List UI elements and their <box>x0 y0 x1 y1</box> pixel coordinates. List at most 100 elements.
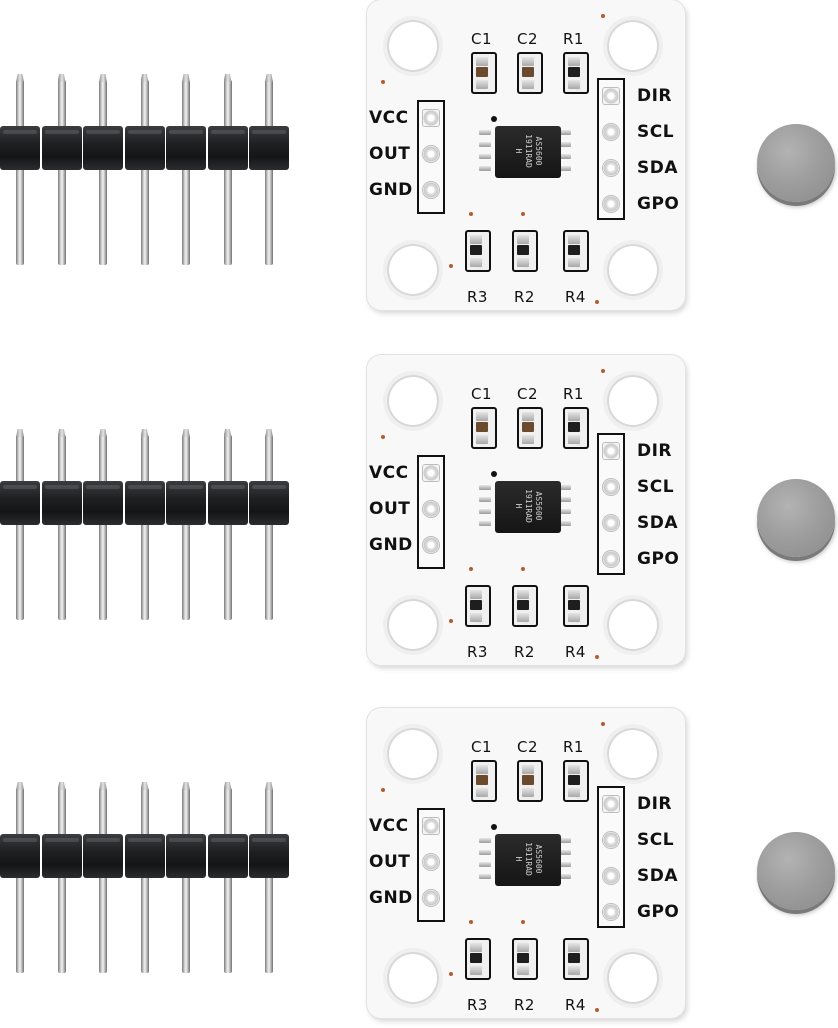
header-pin <box>265 788 273 973</box>
chip-lead <box>559 130 571 135</box>
component-label: C2 <box>517 738 539 756</box>
solder-pad <box>423 537 439 553</box>
as5600-chip: AS5600 1911RAD H <box>495 126 561 178</box>
component-label: C2 <box>517 30 539 48</box>
header-pin <box>223 80 232 265</box>
pin-label: GPO <box>637 549 680 569</box>
via-dot <box>595 300 599 304</box>
component-label: R4 <box>565 288 586 306</box>
component-label: R2 <box>514 996 535 1014</box>
solder-pad <box>423 818 439 834</box>
header-pin <box>140 80 149 265</box>
component-label: R2 <box>514 288 535 306</box>
chip-lead <box>479 838 491 843</box>
solder-pad <box>423 465 439 481</box>
pin-header <box>0 80 300 270</box>
header-pin <box>182 80 190 265</box>
header-plastic-block <box>0 481 40 525</box>
solder-pad <box>603 124 619 140</box>
mounting-hole <box>607 20 659 72</box>
header-plastic-block <box>0 126 40 170</box>
header-pin <box>57 80 66 265</box>
resistor: 000 <box>563 407 589 449</box>
header-plastic-block <box>41 481 82 525</box>
resistor: 000 <box>563 52 589 94</box>
pin-label: GND <box>369 535 413 555</box>
mounting-hole <box>607 244 659 296</box>
pin1-marker-dot <box>491 116 497 122</box>
chip-lead <box>559 166 571 171</box>
header-plastic-block <box>83 481 123 525</box>
component-label: R4 <box>565 643 586 661</box>
chip-lead <box>559 142 571 147</box>
capacitor <box>471 407 497 449</box>
mounting-hole <box>387 375 439 427</box>
chip-lead <box>479 497 491 502</box>
via-dot <box>381 80 385 84</box>
pin-label: VCC <box>369 108 409 128</box>
diametric-magnet <box>757 124 835 202</box>
mounting-hole <box>607 728 659 780</box>
resistor: 01E <box>512 938 538 980</box>
pin-label: GPO <box>637 194 680 214</box>
chip-lead <box>479 485 491 490</box>
resistor: 12E <box>563 938 589 980</box>
header-plastic-block <box>83 834 123 878</box>
solder-pad <box>603 160 619 176</box>
chip-lead <box>479 509 491 514</box>
header-pin <box>182 788 190 973</box>
header-pin <box>223 435 232 620</box>
capacitor <box>471 52 497 94</box>
header-plastic-block <box>207 481 248 525</box>
header-pin <box>16 435 24 620</box>
kit-set-3: C1 C2 R1 000 01E <box>0 708 838 1028</box>
chip-lead <box>479 154 491 159</box>
component-label: C1 <box>471 30 493 48</box>
header-pin <box>16 788 24 973</box>
mounting-hole <box>387 952 439 1004</box>
mounting-hole <box>607 599 659 651</box>
solder-pad <box>603 904 619 920</box>
pin-label: DIR <box>637 86 673 106</box>
solder-pad <box>603 479 619 495</box>
via-dot <box>595 655 599 659</box>
pin-label: SCL <box>637 477 675 497</box>
resistor: 01E <box>512 230 538 272</box>
chip-lead <box>559 497 571 502</box>
solder-pad <box>603 832 619 848</box>
header-plastic-block <box>41 126 82 170</box>
chip-lead <box>559 838 571 843</box>
capacitor <box>471 760 497 802</box>
via-dot <box>595 1008 599 1012</box>
chip-lead <box>559 485 571 490</box>
chip-lead <box>559 154 571 159</box>
via-dot <box>521 920 525 924</box>
header-pin <box>57 435 66 620</box>
component-label: R3 <box>467 288 488 306</box>
diametric-magnet <box>757 832 835 910</box>
header-plastic-block <box>124 481 165 525</box>
pin-label: SCL <box>637 122 675 142</box>
chip-lead <box>559 862 571 867</box>
pin-label: OUT <box>369 144 411 164</box>
header-plastic-block <box>166 834 206 878</box>
via-dot <box>469 212 473 216</box>
header-plastic-block <box>83 126 123 170</box>
pin1-marker-dot <box>491 824 497 830</box>
header-pin <box>140 788 149 973</box>
solder-pad <box>423 890 439 906</box>
solder-pad <box>603 551 619 567</box>
header-plastic-block <box>0 834 40 878</box>
chip-lead <box>559 521 571 526</box>
chip-marking: AS5600 1911RAD H <box>514 489 543 523</box>
mounting-hole <box>607 952 659 1004</box>
resistor: 12E <box>563 585 589 627</box>
chip-lead <box>479 130 491 135</box>
pin-label: VCC <box>369 463 409 483</box>
solder-pad <box>603 515 619 531</box>
pin-label: OUT <box>369 852 411 872</box>
kit-set-2: C1 C2 R1 000 01E <box>0 355 838 675</box>
mounting-hole <box>387 244 439 296</box>
chip-marking: AS5600 1911RAD H <box>514 134 543 168</box>
pin-label: SDA <box>637 158 679 178</box>
